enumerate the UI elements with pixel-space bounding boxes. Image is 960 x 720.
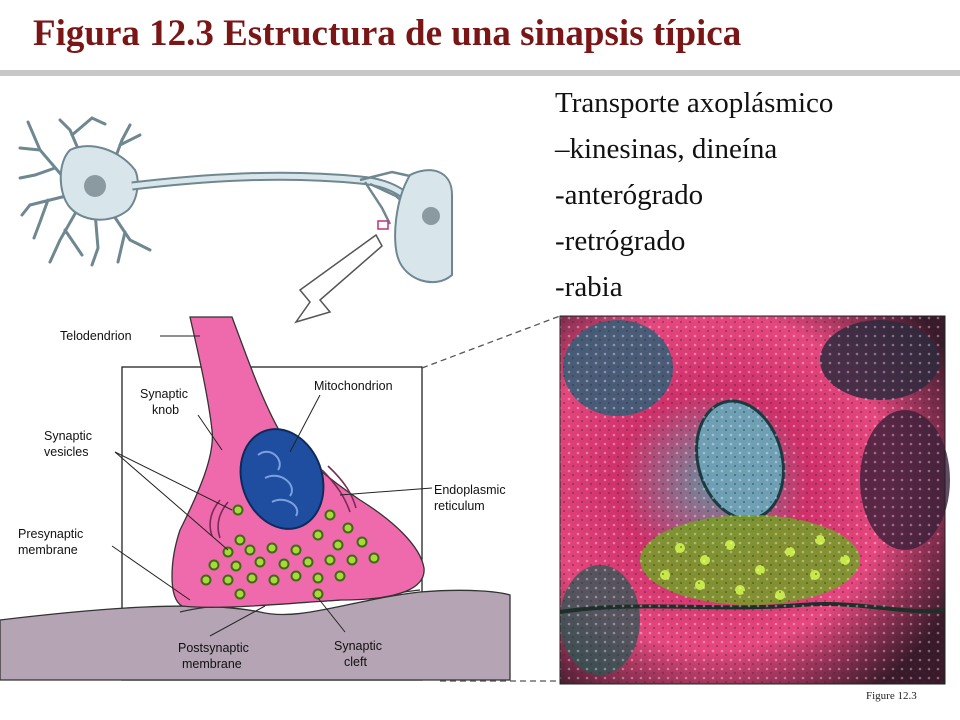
postsynaptic-cell xyxy=(0,589,511,681)
zoom-arrow xyxy=(294,233,383,324)
note-anterograde: -anterógrado xyxy=(555,179,704,211)
label-synaptic-knob-2: knob xyxy=(152,403,179,417)
slide-title: Figura 12.3 Estructura de una sinapsis t… xyxy=(33,13,742,54)
label-endoplasmic-reticulum-1: Endoplasmic xyxy=(434,483,506,497)
figure-credit: Figure 12.3 xyxy=(866,690,917,702)
note-retrograde: -retrógrado xyxy=(555,225,686,257)
notes-list: Transporte axoplásmico –kinesinas, dineí… xyxy=(555,80,833,310)
label-endoplasmic-reticulum-2: reticulum xyxy=(434,499,485,513)
label-telodendrion: Telodendrion xyxy=(60,329,132,343)
synapse-highlight xyxy=(377,220,389,230)
note-axoplasmic-transport: Transporte axoplásmico xyxy=(555,87,834,119)
label-postsynaptic-membrane-1: Postsynaptic xyxy=(178,641,249,655)
dendrites xyxy=(18,116,152,267)
mitochondrion-cristae xyxy=(257,450,299,517)
label-presynaptic-membrane-2: membrane xyxy=(18,543,78,557)
label-synaptic-cleft-1: Synaptic xyxy=(334,639,382,653)
note-kinesins-dynein: –kinesinas, dineína xyxy=(555,133,778,165)
label-presynaptic-membrane-1: Presynaptic xyxy=(18,527,83,541)
neuron-nucleus xyxy=(84,175,106,197)
zoom-connectors xyxy=(421,315,561,682)
synapse-diagram: Telodendrion Synaptic knob Mitochondrion… xyxy=(0,316,511,681)
target-nucleus xyxy=(422,207,440,225)
target-neuron xyxy=(394,169,453,284)
neuron-overview xyxy=(18,116,453,324)
label-leaders xyxy=(111,335,433,637)
label-synaptic-vesicles-2: vesicles xyxy=(44,445,88,459)
synaptic-vesicles xyxy=(200,504,380,600)
label-synaptic-cleft-2: cleft xyxy=(344,655,367,669)
label-mitochondrion: Mitochondrion xyxy=(314,379,393,393)
title-divider xyxy=(0,70,960,76)
note-rabies: -rabia xyxy=(555,271,623,303)
label-synaptic-vesicles-1: Synaptic xyxy=(44,429,92,443)
label-postsynaptic-membrane-2: membrane xyxy=(182,657,242,671)
mitochondrion xyxy=(239,428,325,530)
label-synaptic-knob-1: Synaptic xyxy=(140,387,188,401)
electron-micrograph xyxy=(559,315,950,685)
